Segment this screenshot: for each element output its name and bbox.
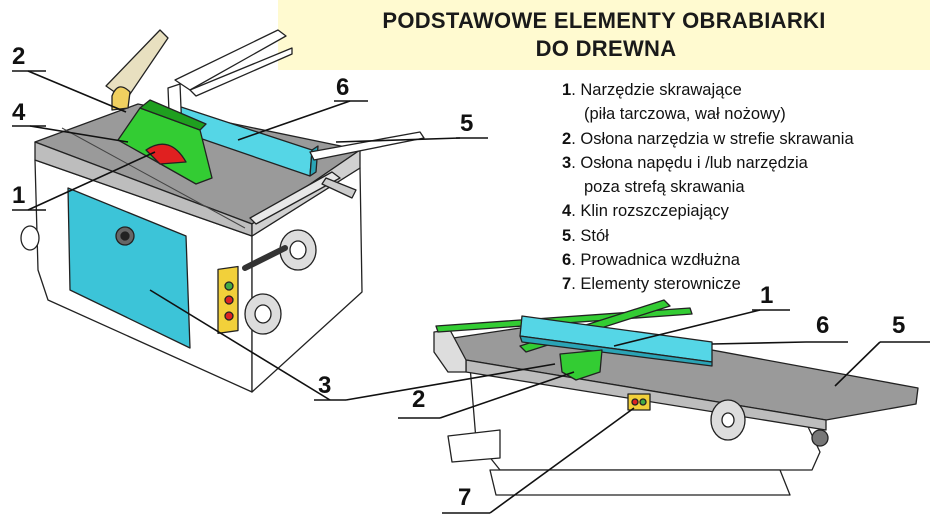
legend-item-2: 2. Osłona narzędzia w strefie skrawania [562,129,854,148]
callout-saw-1: 1 [12,182,26,209]
table-saw-illustration [20,29,425,393]
callout-saw-6: 6 [336,74,350,101]
legend: 1. Narzędzie skrawające (piła tarczowa, … [562,78,922,297]
legend-item-4: 4. Klin rozszczepiający [562,202,729,221]
legend-item-6: 6. Prowadnica wzdłużna [562,251,740,270]
callout-lines [12,70,930,514]
saw-back-rail [174,29,287,91]
callout-saw-2: 2 [12,43,26,70]
title-line-1: PODSTAWOWE ELEMENTY OBRABIARKI [382,8,826,33]
callout-planer-2: 2 [412,386,426,413]
callout-saw-4: 4 [12,99,26,126]
legend-item-3: 3. Osłona napędu i /lub narzędzia [562,153,808,172]
callout-planer-6: 6 [816,312,830,339]
callout-planer-7: 7 [458,484,472,511]
legend-item-7: 7. Elementy sterownicze [562,275,741,294]
callout-saw-5: 5 [460,110,474,137]
saw-fence-bar [309,131,425,161]
saw-side-cover [67,187,191,349]
saw-blade [145,143,187,165]
jointer-illustration [433,299,919,496]
legend-item-3-cont: poza strefą skrawania [584,178,745,197]
legend-item-1: 1. Narzędzie skrawające [562,81,742,99]
saw-front-rail [249,171,341,225]
title-banner: PODSTAWOWE ELEMENTY OBRABIARKI DO DREWNA [278,0,930,70]
legend-item-1-cont: (piła tarczowa, wał nożowy) [584,105,786,124]
title-line-2: DO DREWNA [535,36,677,61]
jointer-control-box [627,393,651,411]
callout-planer-5: 5 [892,312,906,339]
legend-item-5: 5. Stół [562,226,609,245]
callout-shared-3: 3 [318,372,332,399]
callout-planer-1: 1 [760,282,774,309]
